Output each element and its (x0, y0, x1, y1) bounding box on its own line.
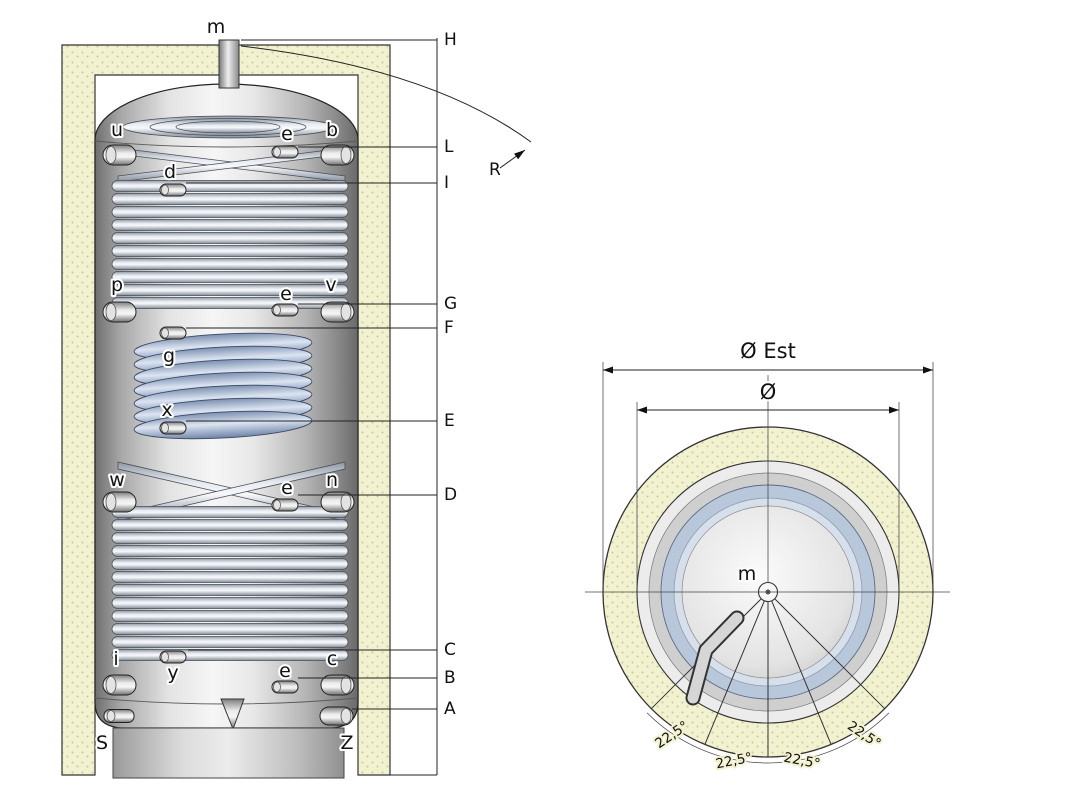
center-port-label: m (738, 563, 757, 585)
radius-label: R (489, 160, 501, 180)
port-label-d: d (164, 161, 176, 183)
port-direction-lines (650, 598, 886, 757)
bottom-port-pipe (685, 610, 745, 706)
port-label-b: b (326, 119, 338, 141)
port-label-s: S (96, 732, 108, 754)
top-view: Ø Est Ø m 22,5° 22,5° 22,5° 22,5° (585, 337, 950, 774)
dim-label-g: G (444, 294, 457, 314)
top-spiral-coil (122, 115, 334, 139)
dim-label-c: C (444, 640, 456, 660)
inner-diameter-label: Ø (760, 380, 777, 404)
port-label-e1: e (281, 123, 293, 145)
port-label-g: g (163, 345, 175, 367)
port-label-x: x (161, 399, 172, 421)
port-label-u: u (111, 119, 123, 141)
port-label-m: m (207, 16, 226, 38)
top-pipe (218, 39, 240, 89)
angle-label-3: 22,5° (782, 750, 821, 773)
angle-label-2: 22,5° (714, 750, 753, 773)
dim-label-e: E (444, 411, 455, 431)
connection-ports (102, 144, 355, 726)
port-label-w: w (109, 469, 125, 491)
front-view-labels: m u e b d p e v g x w e n i y e c S Z H … (94, 14, 501, 756)
dim-label-i: I (444, 173, 449, 193)
dim-label-l: L (444, 137, 454, 157)
port-label-y: y (167, 662, 178, 684)
port-label-n: n (326, 469, 338, 491)
front-section-view: m u e b d p e v g x w e n i y e c S Z H … (61, 14, 532, 779)
dim-label-d: D (444, 485, 457, 505)
dim-label-b: B (444, 668, 456, 688)
radius-arrow-icon (514, 150, 525, 160)
angle-arc (646, 712, 890, 764)
dome-seam (94, 140, 359, 148)
base-skirt (112, 727, 345, 779)
port-label-z: Z (340, 732, 353, 754)
middle-coil (133, 332, 313, 440)
dome-radius-arc (240, 45, 532, 143)
outer-diameter-label: Ø Est (740, 339, 796, 363)
port-label-i: i (113, 648, 118, 670)
port-label-e3: e (281, 477, 293, 499)
dimension-lines (186, 38, 532, 776)
top-view-dimensions (585, 362, 950, 764)
dim-label-f: F (444, 318, 454, 338)
port-label-e2: e (280, 283, 292, 305)
port-label-e4: e (279, 660, 291, 682)
dim-label-a: A (444, 699, 456, 719)
dim-label-h: H (444, 30, 457, 50)
port-label-v: v (325, 274, 336, 296)
port-label-p: p (111, 274, 123, 296)
port-label-c: c (327, 648, 337, 670)
drain-cone (220, 698, 245, 731)
